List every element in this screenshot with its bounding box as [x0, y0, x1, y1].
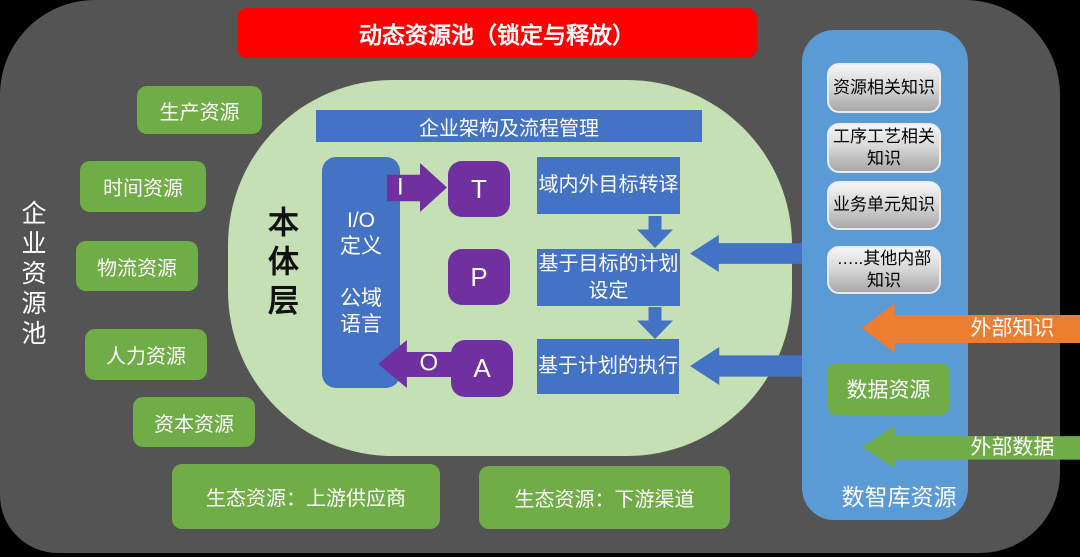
process-plan-execution: 基于计划的执行 [537, 339, 679, 394]
process-goal-translation: 域内外目标转译 [537, 157, 680, 214]
dynamic-resource-pool-banner: 动态资源池（锁定与释放） [237, 8, 757, 58]
letter-t-box: T [448, 161, 510, 217]
eco-resource-upstream: 生态资源：上游供应商 [172, 464, 440, 529]
resource-box-logistics: 物流资源 [76, 241, 198, 291]
external-knowledge-label: 外部知识 [970, 316, 1055, 340]
knowledge-item-business-unit: 业务单元知识 [827, 181, 941, 230]
enterprise-resource-pool-title: 企业资源池 [18, 200, 46, 350]
letter-p-box: P [448, 249, 510, 305]
resource-box-production: 生产资源 [137, 86, 262, 134]
process-plan-setting: 基于目标的计划设定 [537, 249, 680, 306]
external-data-label: 外部数据 [970, 435, 1055, 459]
resource-box-capital: 资本资源 [133, 397, 255, 447]
data-resource-box: 数据资源 [827, 363, 950, 415]
knowledge-item-other-internal: …..其他内部知识 [827, 246, 941, 294]
letter-o: O [419, 349, 439, 377]
architecture-process-header: 企业架构及流程管理 [316, 110, 702, 142]
resource-box-human: 人力资源 [85, 329, 207, 380]
resource-box-time: 时间资源 [80, 161, 206, 212]
io-definition-box: I/O 定义 公域 语言 [322, 157, 400, 388]
knowledge-item-resource: 资源相关知识 [827, 63, 941, 113]
letter-a-box: A [451, 340, 513, 397]
knowledge-item-process-craft: 工序工艺相关知识 [827, 123, 941, 173]
banner-label: 动态资源池（锁定与释放） [359, 22, 635, 48]
ontology-layer-title: 本体层 [263, 206, 298, 323]
eco-resource-downstream: 生态资源：下游渠道 [479, 466, 730, 529]
knowledge-panel-title: 数智库资源 [841, 484, 957, 510]
letter-i: I [397, 172, 404, 200]
